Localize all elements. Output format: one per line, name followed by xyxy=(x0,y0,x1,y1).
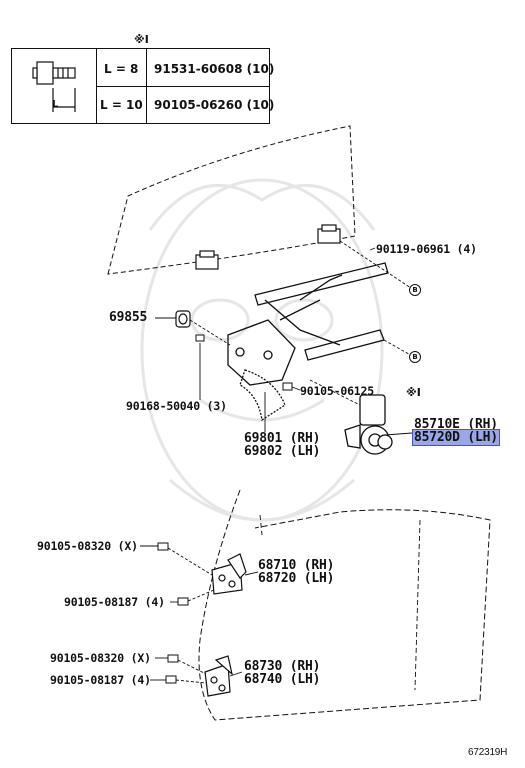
callout-lower-hinge-lh[interactable]: 68740 (LH) xyxy=(244,672,321,687)
upper-hinge xyxy=(211,553,247,595)
callout-upper-hinge-rh[interactable]: 68710 (RH) xyxy=(258,558,335,573)
figure-code: 672319H xyxy=(468,747,508,758)
table-cell-length: L = 10 xyxy=(100,98,143,112)
table-cell-part: 91531-60608 (10) xyxy=(154,62,275,76)
dimension-label: L xyxy=(52,99,59,110)
callout-regulator-lh[interactable]: 69802 (LH) xyxy=(244,444,321,459)
callout-upper-hinge-lh[interactable]: 68720 (LH) xyxy=(258,571,335,586)
table-cell-part: 90105-06260 (10) xyxy=(154,98,275,112)
callout-lower-hinge-rh[interactable]: 68730 (RH) xyxy=(244,659,321,674)
window-motor xyxy=(344,394,393,455)
lower-hinge xyxy=(204,655,233,697)
table-cell-length: L = 8 xyxy=(104,62,139,76)
callout-bolt-50040[interactable]: 90168-50040 (3) xyxy=(126,399,227,413)
callout-motor-rh[interactable]: 85710E (RH) xyxy=(414,417,498,432)
door-panel xyxy=(198,489,491,721)
table-divider xyxy=(96,86,269,87)
ref-mark-b: B xyxy=(409,351,421,363)
callout-bolt-08320[interactable]: 90105-08320 (X) xyxy=(37,539,138,553)
callout-reference-mark: ※I xyxy=(406,386,421,399)
regulator-bolts xyxy=(195,334,293,391)
ref-mark-b: B xyxy=(409,284,421,296)
callout-clip-bolt[interactable]: 90119-06961 (4) xyxy=(376,242,477,256)
callout-motor-lh-highlighted[interactable]: 85720D (LH) xyxy=(412,429,500,446)
leader-lines xyxy=(140,240,415,684)
callout-bolt-08320[interactable]: 90105-08320 (X) xyxy=(50,651,151,665)
callout-bolt-06125[interactable]: 90105-06125 xyxy=(300,384,374,398)
flange-bolt-icon xyxy=(32,61,76,112)
pad-part xyxy=(175,310,191,328)
door-glass xyxy=(107,125,356,275)
watermark-emblem xyxy=(140,178,384,522)
callout-bolt-08187[interactable]: 90105-08187 (4) xyxy=(64,595,165,609)
highlighted-part-number[interactable]: 85720D (LH) xyxy=(412,429,500,446)
callout-bolt-08187[interactable]: 90105-08187 (4) xyxy=(50,673,151,687)
table-reference-mark: ※I xyxy=(134,33,149,46)
door-panel-inner xyxy=(259,514,421,691)
callout-regulator-rh[interactable]: 69801 (RH) xyxy=(244,431,321,446)
bolt-spec-table: L L = 8 91531-60608 (10) L = 10 90105-06… xyxy=(11,48,274,124)
hinge-bolts xyxy=(157,542,189,684)
glass-channel-clips xyxy=(195,224,341,270)
callout-pad[interactable]: 69855 xyxy=(109,310,148,325)
